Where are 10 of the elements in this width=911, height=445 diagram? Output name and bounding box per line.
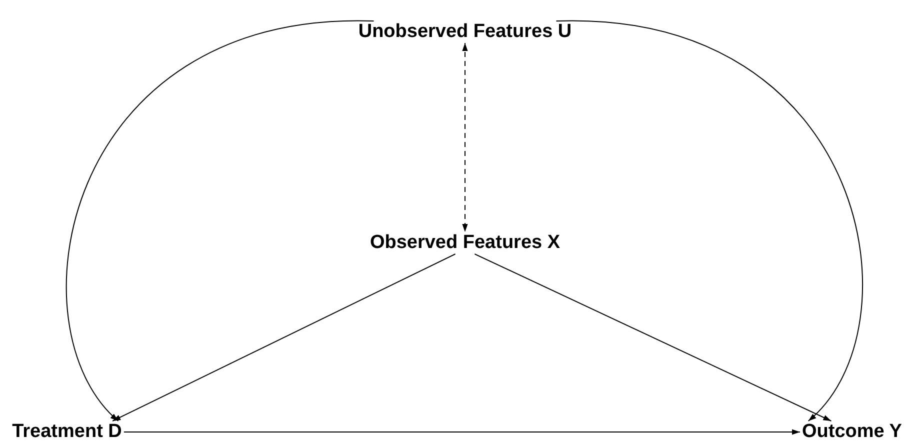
arrow — [66, 20, 374, 422]
node-label: Treatment D — [12, 421, 122, 442]
node-label: Outcome Y — [802, 421, 902, 442]
arrow — [112, 254, 456, 422]
arrow — [123, 429, 801, 435]
node-label: Observed Features X — [370, 232, 560, 253]
arrow — [462, 42, 468, 232]
node-label: Unobserved Features U — [358, 21, 572, 42]
arrow — [556, 20, 863, 422]
arrow — [474, 254, 832, 422]
